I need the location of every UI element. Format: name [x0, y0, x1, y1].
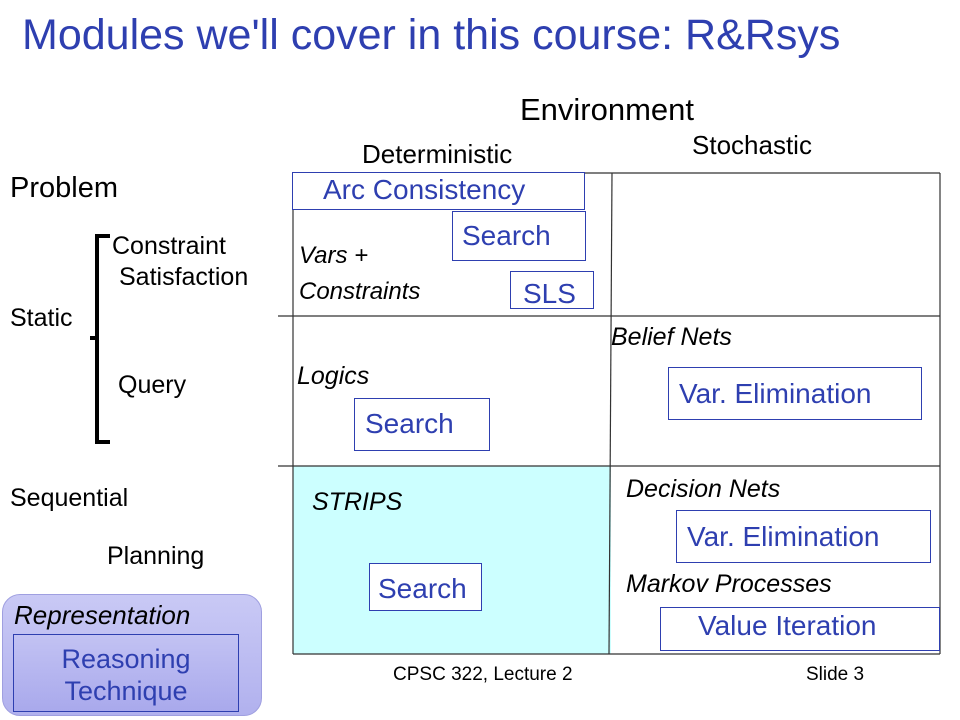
problem-heading: Problem — [10, 172, 118, 204]
logics-label: Logics — [297, 362, 370, 390]
sls-box: SLS — [510, 271, 594, 309]
sequential-label: Sequential — [10, 484, 129, 512]
footer-course: CPSC 322, Lecture 2 — [393, 664, 573, 685]
strips-label: STRIPS — [312, 488, 403, 516]
arc-consistency-box: Arc Consistency — [292, 172, 585, 210]
deterministic-heading: Deterministic — [362, 139, 513, 169]
legend-reasoning-line1: Reasoning — [61, 644, 191, 674]
planning-label: Planning — [107, 542, 205, 570]
search-logics-box: Search — [354, 398, 490, 451]
legend-reasoning-line2: Technique — [64, 676, 188, 707]
legend-reasoning-box: Reasoning Technique — [13, 634, 239, 712]
constraints-label: Constraints — [299, 278, 421, 305]
value-iteration-box: Value Iteration — [660, 607, 940, 651]
search-csp-box: Search — [452, 211, 586, 261]
var-elimination-belief-box: Var. Elimination — [668, 367, 922, 420]
vars-label: Vars + — [299, 242, 369, 269]
static-bracket — [95, 234, 110, 444]
static-label: Static — [10, 304, 73, 332]
decision-nets-label: Decision Nets — [626, 475, 781, 503]
markov-processes-label: Markov Processes — [626, 570, 832, 598]
stochastic-heading: Stochastic — [692, 130, 812, 160]
strips-cell-highlight — [293, 466, 611, 654]
footer-slide-number: Slide 3 — [806, 664, 865, 685]
search-strips-box: Search — [369, 563, 482, 611]
slide-title: Modules we'll cover in this course: R&Rs… — [22, 11, 841, 59]
query-label: Query — [118, 371, 187, 399]
satisfaction-label: Satisfaction — [119, 263, 249, 291]
belief-nets-label: Belief Nets — [611, 323, 732, 351]
var-elimination-decision-box: Var. Elimination — [676, 510, 931, 563]
constraint-label: Constraint — [112, 232, 226, 260]
environment-heading: Environment — [520, 92, 695, 127]
grid-column-divider — [608, 172, 613, 655]
legend-representation-label: Representation — [14, 600, 191, 630]
